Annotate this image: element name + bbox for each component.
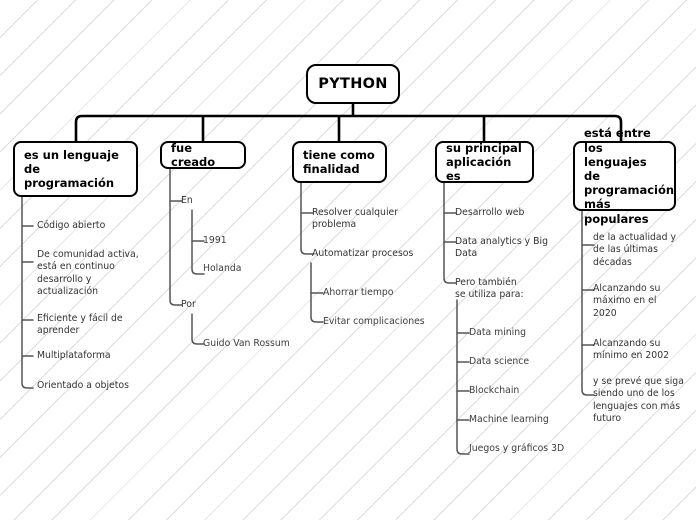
leaf-machine-learning[interactable]: Machine learning — [469, 414, 549, 425]
leaf-eficiente-y-facil-de-aprender[interactable]: Eficiente y fácil de aprender — [37, 313, 123, 337]
branch-node-tiene-como-finalidad[interactable]: tiene como finalidad — [292, 141, 387, 183]
leaf-data-analytics-y-big-data[interactable]: Data analytics y Big Data — [455, 236, 548, 260]
leaf-por[interactable]: Por — [181, 299, 196, 310]
branch-node-label: está entre los lenguajes de programación… — [584, 126, 675, 226]
leaf-blockchain[interactable]: Blockchain — [469, 385, 520, 396]
leaf-automatizar-procesos[interactable]: Automatizar procesos — [312, 248, 414, 259]
branch-node-fue-creado[interactable]: fue creado — [160, 141, 246, 169]
leaf-alcanzando-su-minimo-en-2002[interactable]: Alcanzando su mínimo en 2002 — [593, 338, 670, 362]
leaf-1991[interactable]: 1991 — [203, 235, 227, 246]
leaf-data-science[interactable]: Data science — [469, 356, 530, 367]
leaf-y-se-preve-que-siga-siendo[interactable]: y se prevé que siga siendo uno de los le… — [593, 376, 684, 425]
leaf-de-comunidad-activa[interactable]: De comunidad activa, está en continuo de… — [37, 249, 139, 298]
branch-node-su-principal-aplicacion-es[interactable]: su principal aplicación es — [435, 141, 534, 183]
leaf-juegos-y-graficos-3d[interactable]: Juegos y gráficos 3D — [469, 443, 565, 454]
branch-node-label: fue creado — [171, 140, 216, 169]
branch-node-label: es un lenguaje de programación — [24, 147, 119, 191]
branch-node-label: tiene como finalidad — [303, 147, 375, 176]
leaf-orientado-a-objetos[interactable]: Orientado a objetos — [37, 380, 129, 391]
leaf-multiplataforma[interactable]: Multiplataforma — [37, 350, 111, 361]
leaf-data-mining[interactable]: Data mining — [469, 327, 527, 338]
leaf-desarrollo-web[interactable]: Desarrollo web — [455, 207, 525, 218]
leaf-de-la-actualidad-y-de-las-ultimas-decadas[interactable]: de la actualidad y de las últimas década… — [593, 232, 676, 268]
leaf-evitar-complicaciones[interactable]: Evitar complicaciones — [323, 316, 425, 327]
leaf-resolver-cualquier-problema[interactable]: Resolver cualquier problema — [312, 207, 399, 231]
branch-node-es-un-lenguaje-de-programacion[interactable]: es un lenguaje de programación — [13, 141, 138, 197]
branch-node-esta-entre-los-lenguajes-mas-populares[interactable]: está entre los lenguajes de programación… — [573, 126, 676, 226]
leaf-pero-tambien-se-utiliza-para[interactable]: Pero también se utiliza para: — [455, 277, 524, 301]
branch-node-label: su principal aplicación es — [446, 140, 522, 184]
leaf-alcanzando-su-maximo-en-el-2020[interactable]: Alcanzando su máximo en el 2020 — [593, 283, 661, 319]
leaf-guido-van-rossum[interactable]: Guido Van Rossum — [203, 338, 290, 349]
leaf-codigo-abierto[interactable]: Código abierto — [37, 220, 106, 231]
leaf-holanda[interactable]: Holanda — [203, 263, 242, 274]
leaf-en[interactable]: En — [181, 195, 193, 206]
root-node-label: PYTHON — [318, 76, 388, 92]
root-node-python[interactable]: PYTHON — [306, 64, 400, 104]
leaf-ahorrar-tiempo[interactable]: Ahorrar tiempo — [323, 287, 394, 298]
